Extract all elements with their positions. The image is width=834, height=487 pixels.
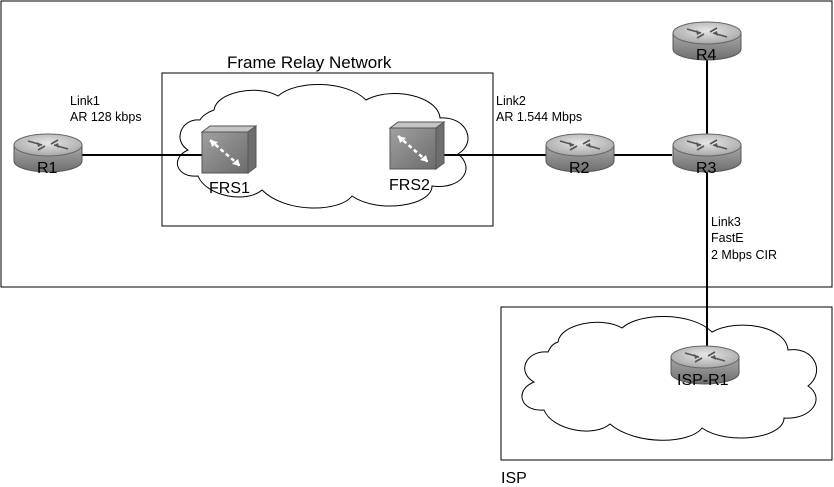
r2-label: R2 <box>569 160 590 177</box>
frs2-switch-icon <box>388 120 446 171</box>
frs2-label: FRS2 <box>389 177 430 194</box>
link3-name: Link3 <box>711 215 741 229</box>
link1-detail: AR 128 kbps <box>70 110 142 124</box>
frame-relay-cloud <box>176 83 469 209</box>
link3-type: FastE <box>711 231 744 245</box>
frs1-switch-icon <box>200 124 258 175</box>
isp-cloud <box>521 315 818 441</box>
frame-relay-box <box>161 72 494 227</box>
isp-r1-label: ISP-R1 <box>677 372 729 389</box>
frame-relay-title: Frame Relay Network <box>227 53 392 72</box>
isp-label: ISP <box>501 470 527 487</box>
r3-label: R3 <box>696 160 717 177</box>
r1-label: R1 <box>37 160 58 177</box>
isp-box <box>500 306 833 461</box>
r4-label: R4 <box>696 47 717 64</box>
enterprise-boundary <box>0 0 833 288</box>
link3-cir: 2 Mbps CIR <box>711 248 777 262</box>
link2-detail: AR 1.544 Mbps <box>496 110 582 124</box>
link1-name: Link1 <box>70 94 100 108</box>
link2-name: Link2 <box>496 94 526 108</box>
frs1-label: FRS1 <box>209 180 250 197</box>
